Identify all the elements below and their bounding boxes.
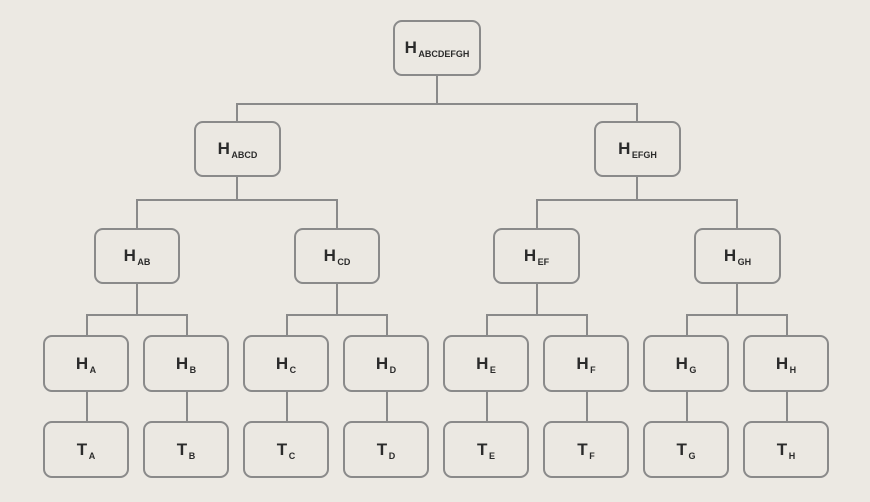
node-label: H <box>576 353 590 373</box>
node-subscript: E <box>489 364 496 375</box>
node-label: H <box>323 246 337 265</box>
node-label: H <box>476 353 489 373</box>
node-label: H <box>275 353 289 373</box>
connector-efgh-right <box>637 199 738 228</box>
node-label: T <box>176 439 188 459</box>
node-label: H <box>75 353 89 373</box>
connector-root-children <box>236 76 438 121</box>
node-subscript: H <box>789 364 797 375</box>
node-subscript: H <box>788 450 796 461</box>
node-label: H <box>175 353 189 373</box>
node-subscript: ABCD <box>231 150 258 160</box>
node-subscript: F <box>589 450 595 461</box>
connector-cd-right <box>337 314 388 335</box>
connector-efgh-children <box>536 177 638 228</box>
node-label: H <box>523 246 537 265</box>
node-subscript: G <box>688 450 696 461</box>
connector-gh-children <box>686 284 738 335</box>
node-label: H <box>123 246 137 265</box>
node-subscript: G <box>689 364 697 375</box>
node-label: H <box>618 139 631 158</box>
node-label: T <box>577 439 589 459</box>
connector-abcd-children <box>136 177 238 228</box>
node-subscript: D <box>389 364 397 375</box>
node-subscript: ABCDEFGH <box>418 49 470 59</box>
node-label: T <box>276 439 288 459</box>
connector-root-right <box>437 103 638 121</box>
node-subscript: C <box>289 364 297 375</box>
node-subscript: EFGH <box>631 150 657 160</box>
node-subscript: GH <box>737 257 752 267</box>
connector-ab-right <box>137 314 188 335</box>
node-label: T <box>477 439 488 459</box>
connector-ab-children <box>86 284 138 335</box>
connector-ef-right <box>537 314 588 335</box>
connector-cd-children <box>286 284 338 335</box>
node-label: H <box>217 139 231 158</box>
node-subscript: B <box>188 450 196 461</box>
node-subscript: A <box>89 364 97 375</box>
node-label: H <box>775 353 789 373</box>
node-subscript: D <box>388 450 396 461</box>
node-label: T <box>676 439 688 459</box>
node-subscript: F <box>590 364 596 375</box>
node-subscript: AB <box>137 257 151 267</box>
node-subscript: CD <box>337 257 351 267</box>
node-subscript: E <box>488 450 495 461</box>
node-subscript: A <box>88 450 96 461</box>
node-subscript: C <box>288 450 296 461</box>
node-label: H <box>375 353 389 373</box>
node-subscript: EF <box>537 257 550 267</box>
node-label: T <box>376 439 388 459</box>
node-label: H <box>723 246 737 265</box>
node-label: T <box>776 439 788 459</box>
connector-ef-children <box>486 284 538 335</box>
node-label: H <box>404 38 418 57</box>
node-label: H <box>675 353 689 373</box>
node-subscript: B <box>189 364 197 375</box>
connector-gh-right <box>737 314 788 335</box>
connector-abcd-right <box>237 199 338 228</box>
node-label: T <box>76 439 88 459</box>
